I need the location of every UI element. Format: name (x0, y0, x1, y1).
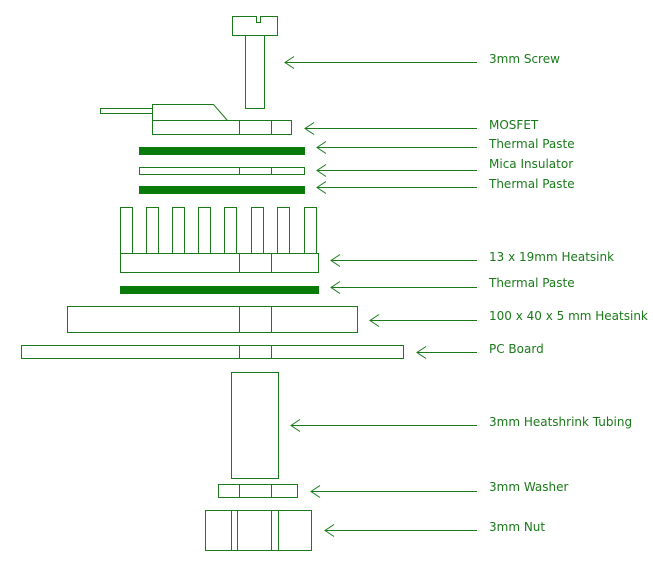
arrow-nut (324, 524, 477, 537)
small-heatsink-part (120, 207, 319, 273)
arrow-pc-board (416, 346, 477, 359)
label-small-heatsink: 13 x 19mm Heatsink (489, 250, 615, 264)
label-large-heatsink: 100 x 40 x 5 mm Heatsink (489, 309, 648, 323)
label-mica-insulator: Mica Insulator (489, 157, 574, 171)
thermal-paste-layer-1 (139, 147, 305, 155)
arrow-thermal-paste-2 (316, 181, 477, 194)
label-thermal-paste-3: Thermal Paste (489, 276, 575, 290)
arrow-heatshrink-tubing (290, 419, 477, 432)
arrow-screw (284, 56, 477, 69)
label-pc-board: PC Board (489, 342, 544, 356)
arrow-small-heatsink (330, 254, 477, 267)
label-nut: 3mm Nut (489, 520, 546, 534)
arrow-thermal-paste-3 (330, 281, 477, 294)
thermal-paste-layer-3 (120, 286, 319, 294)
arrow-mica-insulator (316, 164, 477, 177)
large-heatsink-part (67, 306, 358, 333)
screw-part (232, 16, 278, 109)
arrow-washer (310, 485, 477, 498)
heatshrink-tubing-part (231, 372, 279, 479)
label-mosfet: MOSFET (489, 118, 539, 132)
label-thermal-paste-2: Thermal Paste (489, 177, 575, 191)
washer-part (218, 484, 298, 498)
label-screw: 3mm Screw (489, 52, 560, 66)
mica-insulator-part (139, 167, 305, 175)
thermal-paste-layer-2 (139, 186, 305, 194)
label-heatshrink-tubing: 3mm Heatshrink Tubing (489, 415, 633, 429)
pc-board-part (21, 345, 404, 359)
label-thermal-paste-1: Thermal Paste (489, 137, 575, 151)
mosfet-part (100, 104, 292, 135)
arrow-thermal-paste-1 (316, 141, 477, 154)
arrow-mosfet (304, 122, 477, 135)
label-washer: 3mm Washer (489, 480, 569, 494)
nut-part (205, 510, 312, 551)
arrow-large-heatsink (369, 314, 477, 327)
